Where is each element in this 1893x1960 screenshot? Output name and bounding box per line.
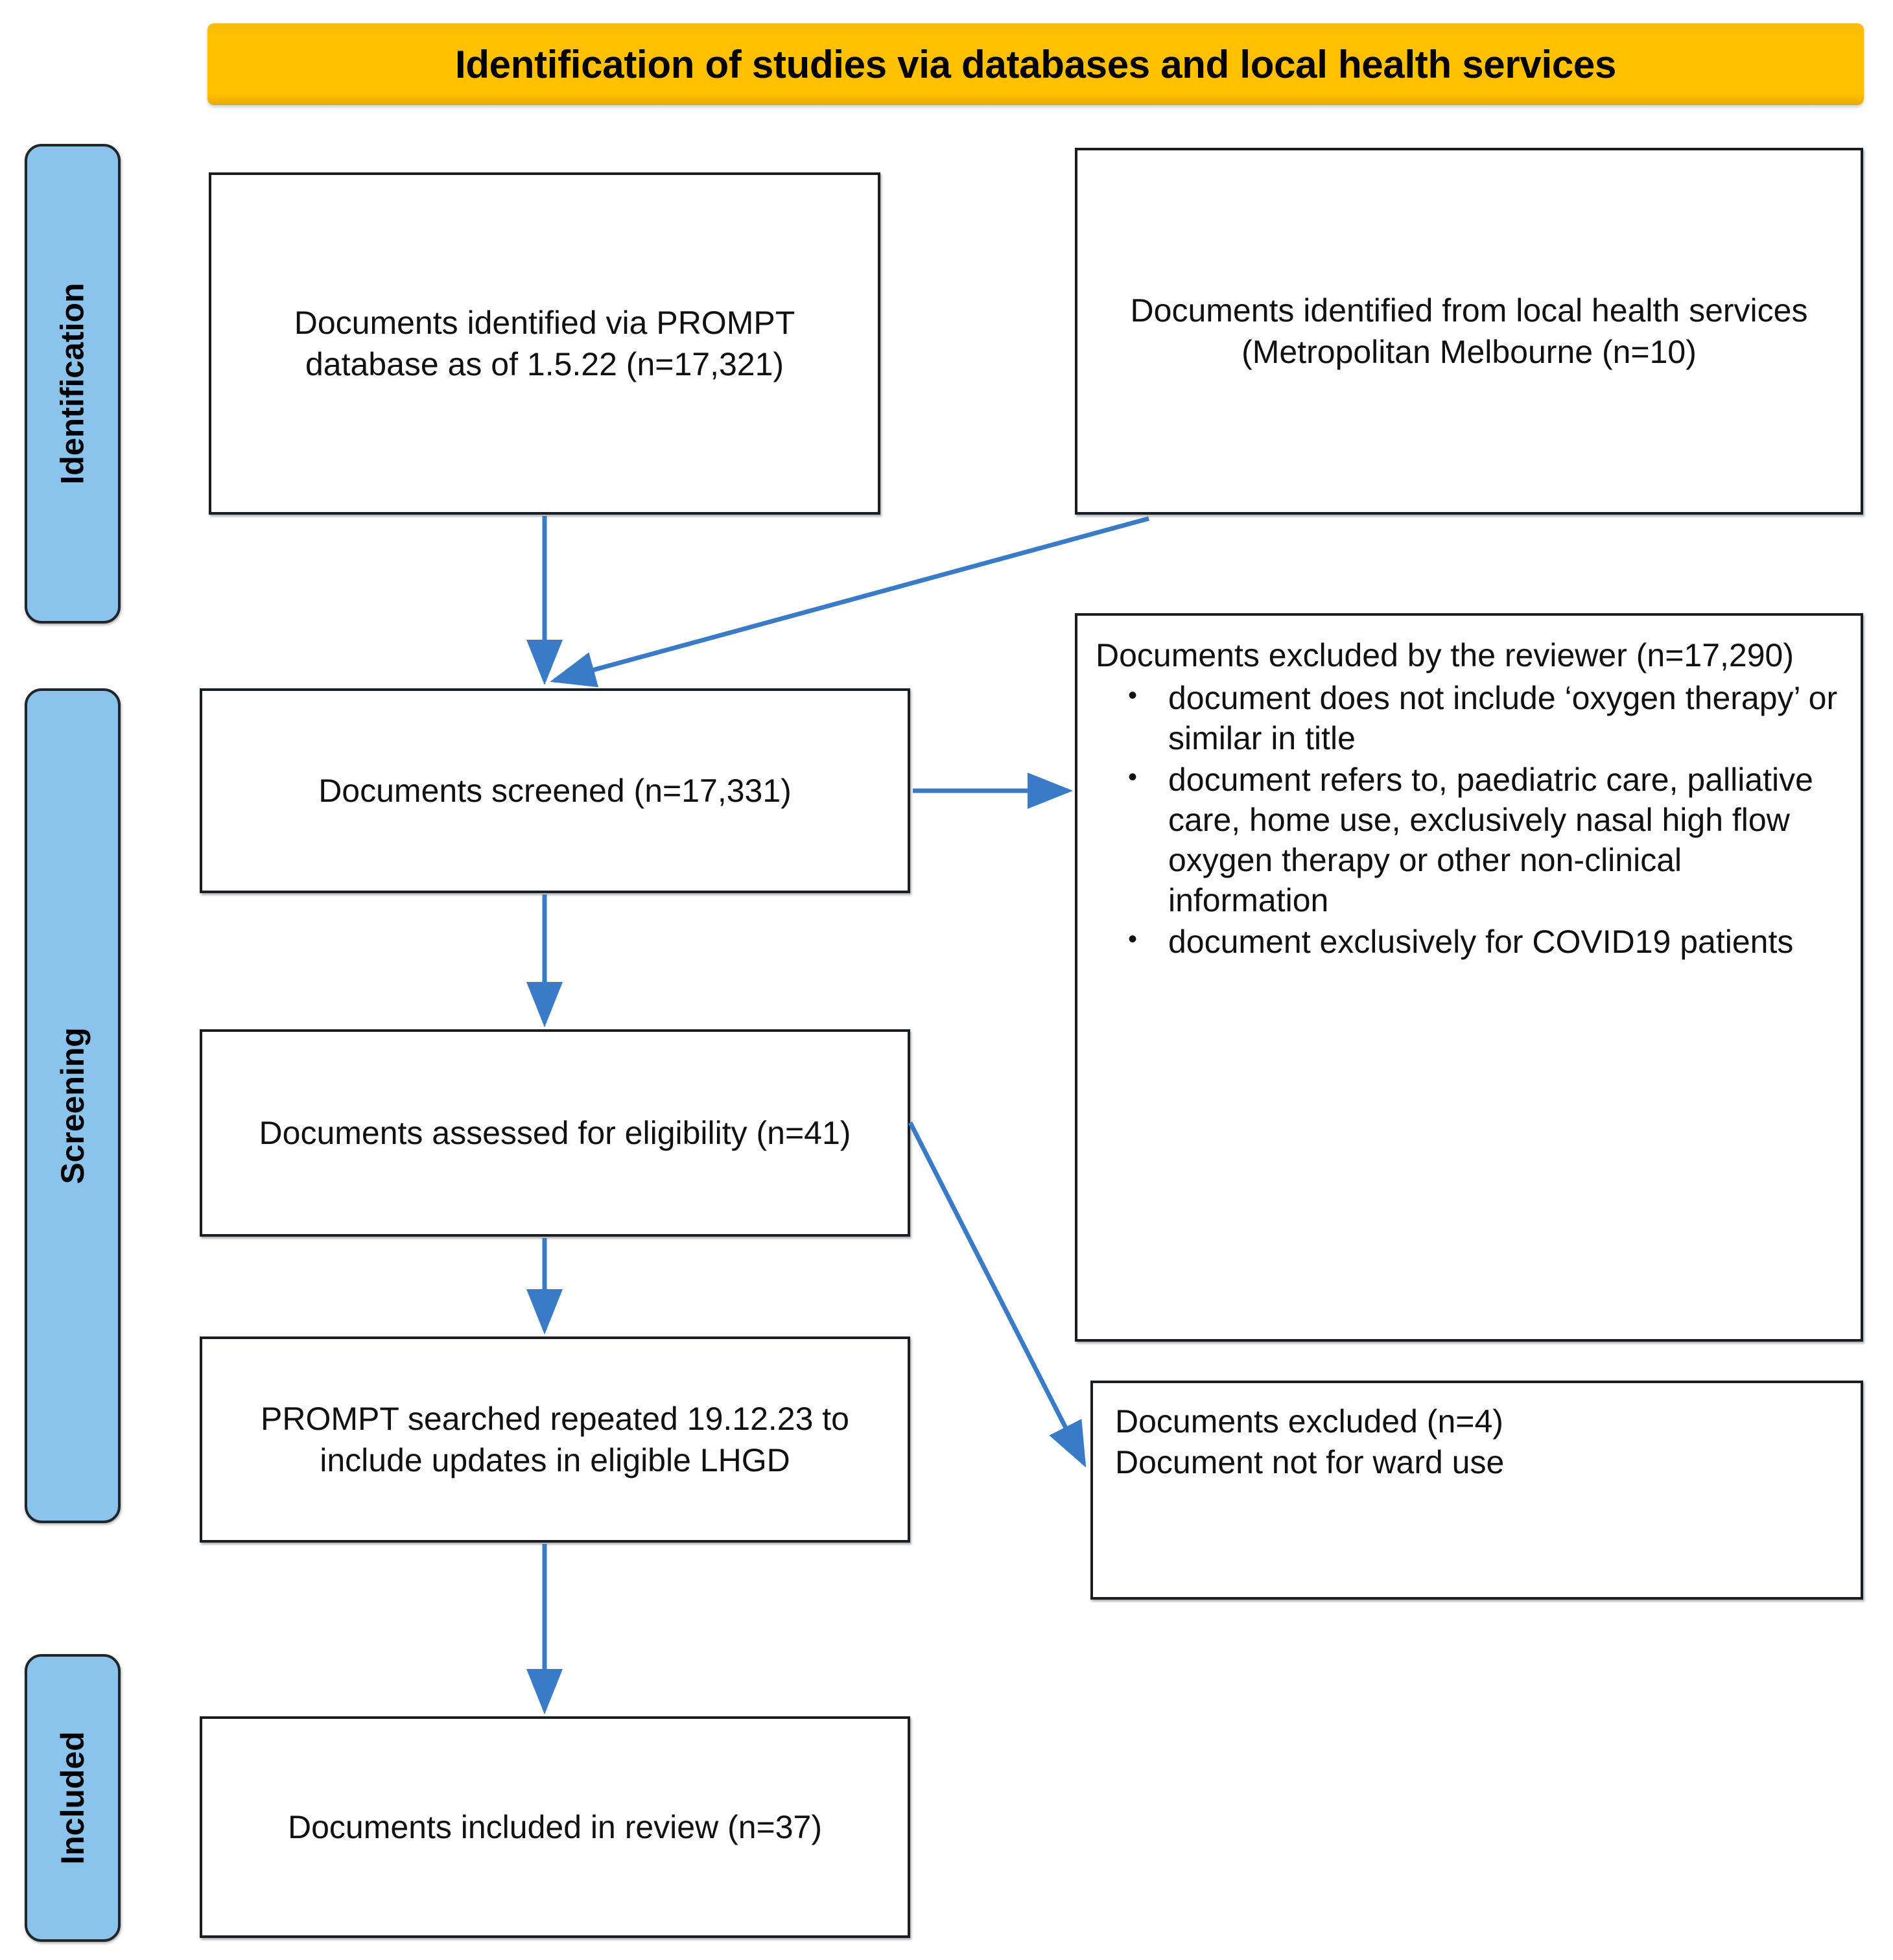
list-item: document refers to, paediatric care, pal… [1128, 758, 1846, 920]
node-documents-excluded-by-reviewer: Documents excluded by the reviewer (n=17… [1075, 613, 1863, 1342]
stage-label-included-text: Included [54, 1731, 91, 1865]
diagram-title-banner: Identification of studies via databases … [207, 23, 1864, 105]
arrow-local-health-to-screened [550, 516, 1149, 688]
node-documents-screened-text: Documents screened (n=17,331) [318, 773, 792, 809]
stage-label-screening-text: Screening [54, 1027, 91, 1184]
stage-label-identification: Identification [25, 144, 121, 624]
stage-label-identification-text: Identification [54, 283, 91, 485]
node-local-health-services-text: Documents identified from local health s… [1130, 292, 1808, 370]
node-documents-screened: Documents screened (n=17,331) [200, 688, 910, 893]
node-documents-excluded-four: Documents excluded (n=4) Document not fo… [1090, 1381, 1863, 1600]
node-documents-included-in-review: Documents included in review (n=37) [200, 1716, 910, 1938]
node-prompt-searched-repeated: PROMPT searched repeated 19.12.23 to inc… [200, 1336, 910, 1543]
list-item: document does not include ‘oxygen therap… [1128, 677, 1846, 758]
node-included-text: Documents included in review (n=37) [287, 1809, 823, 1845]
list-item: document exclusively for COVID19 patient… [1128, 920, 1846, 962]
node-prompt-repeat-text: PROMPT searched repeated 19.12.23 to inc… [261, 1401, 849, 1478]
diagram-title-text: Identification of studies via databases … [454, 42, 1617, 86]
node-documents-identified-prompt-database: Documents identified via PROMPT database… [209, 172, 880, 515]
node-eligibility-text: Documents assessed for eligibility (n=41… [259, 1115, 851, 1151]
arrow-eligibility-to-excluded-four [908, 1121, 1087, 1468]
node-documents-identified-local-health-services: Documents identified from local health s… [1075, 148, 1863, 515]
node-documents-assessed-eligibility: Documents assessed for eligibility (n=41… [200, 1029, 910, 1237]
stage-label-included: Included [25, 1654, 121, 1942]
excluded-reviewer-bullet-list: document does not include ‘oxygen therap… [1096, 677, 1846, 962]
excluded-four-text: Documents excluded (n=4) Document not fo… [1115, 1403, 1505, 1480]
node-prompt-database-text: Documents identified via PROMPT database… [294, 305, 795, 382]
excluded-reviewer-heading: Documents excluded by the reviewer (n=17… [1096, 637, 1794, 673]
stage-label-screening: Screening [25, 688, 121, 1523]
